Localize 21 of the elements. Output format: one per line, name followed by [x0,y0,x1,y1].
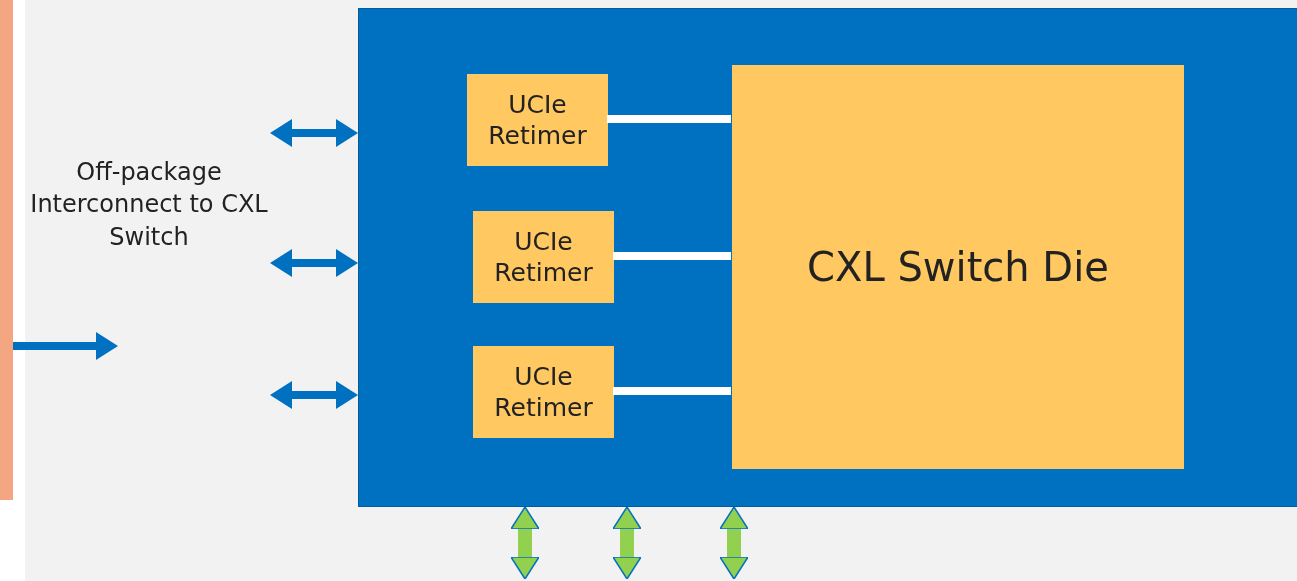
node-label: UCIe Retimer [493,360,594,424]
retimer-box [473,346,614,438]
switch-die-box [732,65,1184,469]
package-box [358,8,1297,507]
arrow [13,332,118,360]
node-label: CXL Switch Die [806,243,1110,292]
arrow [719,506,749,580]
connector-line [613,252,731,260]
side-bar [0,0,13,500]
connector-line [607,115,731,123]
arrow [270,119,358,147]
retimer-box [473,211,614,303]
retimer-box [467,74,608,166]
arrow [510,506,540,580]
interconnect-label: Off-package Interconnect to CXL Switch [29,157,269,253]
arrow [270,249,358,277]
arrow [612,506,642,580]
node-label: UCIe Retimer [487,88,588,152]
arrow [270,381,358,409]
node-label: UCIe Retimer [493,225,594,289]
connector-line [613,387,731,395]
